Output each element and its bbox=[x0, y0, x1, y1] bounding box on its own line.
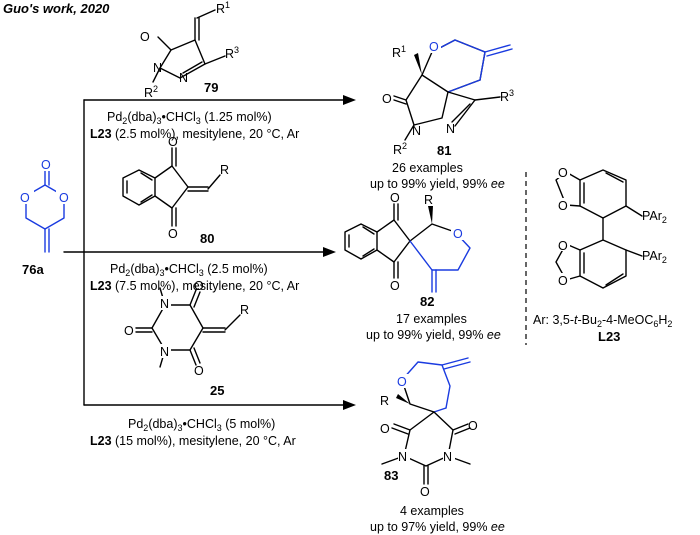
svg-text:R3: R3 bbox=[225, 45, 239, 61]
svg-text:O: O bbox=[420, 485, 430, 499]
results-82: 17 examples up to 99% yield, 99% ee bbox=[366, 312, 501, 342]
svg-text:O: O bbox=[194, 279, 204, 293]
examples-83: 4 examples bbox=[400, 504, 464, 518]
substrate-25: N N O O O R 25 bbox=[124, 279, 249, 398]
svg-text:N: N bbox=[446, 122, 455, 136]
svg-text:Pd2(dba)3•CHCl3 (2.5 mol%): Pd2(dba)3•CHCl3 (2.5 mol%) bbox=[110, 262, 268, 278]
svg-text:up to 99% yield, 99% ee: up to 99% yield, 99% ee bbox=[366, 328, 501, 342]
svg-text:O: O bbox=[41, 158, 51, 172]
start-material-label: 76a bbox=[22, 262, 44, 277]
substrate-80-label: 80 bbox=[200, 231, 214, 246]
ligand-ar-definition: Ar: 3,5-t-Bu2-4-MeOC6H2 bbox=[533, 313, 672, 329]
substrate-79-label: 79 bbox=[204, 80, 218, 95]
svg-text:O: O bbox=[397, 375, 407, 389]
svg-text:N: N bbox=[443, 450, 452, 464]
svg-text:O: O bbox=[429, 40, 439, 54]
svg-text:R: R bbox=[240, 303, 249, 317]
svg-text:R1: R1 bbox=[216, 0, 230, 16]
svg-text:R3: R3 bbox=[500, 88, 514, 104]
conditions-3: Pd2(dba)3•CHCl3 (5 mol%) L23 (15 mol%), … bbox=[90, 417, 296, 448]
svg-text:N: N bbox=[398, 450, 407, 464]
product-82: O O O R 82 bbox=[344, 191, 471, 309]
svg-text:N: N bbox=[160, 345, 169, 359]
svg-text:Pd2(dba)3•CHCl3 (1.25 mol%): Pd2(dba)3•CHCl3 (1.25 mol%) bbox=[107, 110, 272, 126]
svg-text:up to 99% yield, 99% ee: up to 99% yield, 99% ee bbox=[370, 177, 505, 191]
product-81: O R1 O R3 N N R2 81 bbox=[382, 39, 514, 158]
svg-text:O: O bbox=[140, 30, 150, 44]
substrate-80: O O R 80 bbox=[122, 135, 229, 246]
svg-text:L23 (2.5 mol%), mesitylene, 20: L23 (2.5 mol%), mesitylene, 20 °C, Ar bbox=[90, 127, 299, 141]
svg-text:O: O bbox=[194, 364, 204, 378]
svg-text:R1: R1 bbox=[392, 44, 406, 60]
svg-text:O: O bbox=[59, 191, 69, 205]
svg-text:O: O bbox=[20, 191, 30, 205]
svg-text:O: O bbox=[453, 227, 463, 241]
svg-text:up to 97% yield, 99% ee: up to 97% yield, 99% ee bbox=[370, 520, 505, 534]
results-83: 4 examples up to 97% yield, 99% ee bbox=[370, 504, 505, 534]
svg-text:N: N bbox=[160, 297, 169, 311]
product-83-label: 83 bbox=[384, 468, 398, 483]
svg-text:N: N bbox=[412, 124, 421, 138]
svg-text:L23 (15 mol%), mesitylene, 20: L23 (15 mol%), mesitylene, 20 °C, Ar bbox=[90, 434, 296, 448]
svg-text:R: R bbox=[424, 193, 433, 207]
svg-text:O: O bbox=[558, 199, 568, 213]
product-83: O N N R O O O 83 bbox=[380, 357, 478, 499]
svg-text:R: R bbox=[380, 394, 389, 408]
svg-text:O: O bbox=[168, 135, 178, 149]
product-82-label: 82 bbox=[420, 294, 434, 309]
svg-text:O: O bbox=[468, 419, 478, 433]
svg-text:L23 (7.5 mol%), mesitylene, 20: L23 (7.5 mol%), mesitylene, 20 °C, Ar bbox=[90, 279, 299, 293]
svg-text:R2: R2 bbox=[144, 84, 158, 100]
conditions-1: Pd2(dba)3•CHCl3 (1.25 mol%) L23 (2.5 mol… bbox=[90, 110, 299, 141]
svg-text:O: O bbox=[168, 227, 178, 241]
svg-text:O: O bbox=[390, 191, 400, 205]
svg-text:O: O bbox=[380, 422, 390, 436]
svg-text:O: O bbox=[558, 166, 568, 180]
svg-text:Pd2(dba)3•CHCl3 (5 mol%): Pd2(dba)3•CHCl3 (5 mol%) bbox=[128, 417, 275, 433]
svg-text:O: O bbox=[390, 279, 400, 293]
svg-text:R2: R2 bbox=[393, 141, 407, 157]
reaction-arrows bbox=[63, 95, 356, 410]
results-81: 26 examples up to 99% yield, 99% ee bbox=[370, 161, 505, 191]
svg-text:R: R bbox=[220, 163, 229, 177]
ligand-label: L23 bbox=[598, 329, 620, 344]
svg-text:N: N bbox=[153, 61, 162, 75]
start-material-76a: O O O 76a bbox=[18, 158, 72, 277]
substrate-79: O R1 R3 N N R2 79 bbox=[140, 0, 239, 100]
ligand-l23: O O O O PAr2 PAr2 Ar: 3,5-t-Bu2-4-MeOC6H… bbox=[533, 165, 672, 344]
svg-text:PAr2: PAr2 bbox=[642, 209, 667, 225]
svg-text:O: O bbox=[558, 239, 568, 253]
examples-81: 26 examples bbox=[392, 161, 463, 175]
examples-82: 17 examples bbox=[396, 312, 467, 326]
product-81-label: 81 bbox=[437, 143, 451, 158]
svg-text:O: O bbox=[124, 324, 134, 338]
scheme-title: Guo's work, 2020 bbox=[3, 1, 110, 16]
svg-text:O: O bbox=[382, 92, 392, 106]
svg-text:O: O bbox=[558, 274, 568, 288]
conditions-2: Pd2(dba)3•CHCl3 (2.5 mol%) L23 (7.5 mol%… bbox=[90, 262, 299, 293]
svg-text:N: N bbox=[179, 71, 188, 85]
substrate-25-label: 25 bbox=[210, 383, 224, 398]
svg-text:PAr2: PAr2 bbox=[642, 249, 667, 265]
